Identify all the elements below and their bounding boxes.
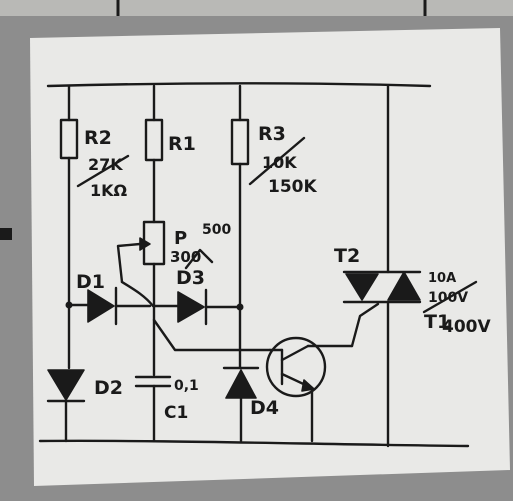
strike-r3 (248, 136, 306, 186)
label-d4: D4 (250, 397, 279, 419)
paper-sheet (30, 28, 510, 486)
top-rail (46, 82, 432, 88)
r3-branch (222, 84, 260, 443)
label-t1: T1 (424, 311, 450, 333)
label-r1: R1 (168, 133, 196, 155)
d1-diode (87, 289, 115, 323)
label-r2: R2 (84, 127, 112, 149)
r2-branch (46, 84, 86, 443)
d1-diode-group (67, 286, 152, 326)
t1-thyristor (387, 271, 421, 301)
label-d2: D2 (94, 377, 123, 399)
label-r3: R3 (258, 123, 286, 145)
trigger-wire (152, 318, 272, 352)
label-c1: C1 (164, 403, 188, 423)
triac-pair (342, 84, 422, 448)
t2-thyristor (345, 273, 379, 301)
d2-diode (47, 369, 85, 401)
d3-diode-group (152, 288, 244, 326)
top-strip (0, 0, 513, 16)
strike-r2 (76, 154, 130, 188)
label-pot-crossed: 300 (170, 248, 201, 266)
label-pot: P (174, 228, 187, 249)
pot-wiper (116, 242, 142, 284)
label-t2: T2 (334, 245, 360, 267)
d3-diode (177, 291, 205, 323)
label-r3-value: 150K (268, 177, 317, 197)
label-pot-value: 500 (202, 222, 231, 238)
label-d3: D3 (176, 267, 205, 289)
bottom-rail (38, 439, 470, 448)
edge-mark (0, 228, 12, 240)
label-rating-current: 10A (428, 271, 456, 286)
label-r2-crossed: 27K (88, 155, 123, 174)
strike-pot (184, 248, 214, 270)
transistor (265, 336, 354, 443)
label-d1: D1 (76, 271, 105, 293)
r1-branch (116, 84, 172, 443)
strike-rating (422, 280, 478, 314)
label-rating-voltage: 400V (442, 317, 491, 337)
triac-gate-wire (350, 302, 380, 348)
label-c1-value: 0,1 (174, 378, 199, 394)
label-r2-value: 1KΩ (90, 181, 128, 200)
